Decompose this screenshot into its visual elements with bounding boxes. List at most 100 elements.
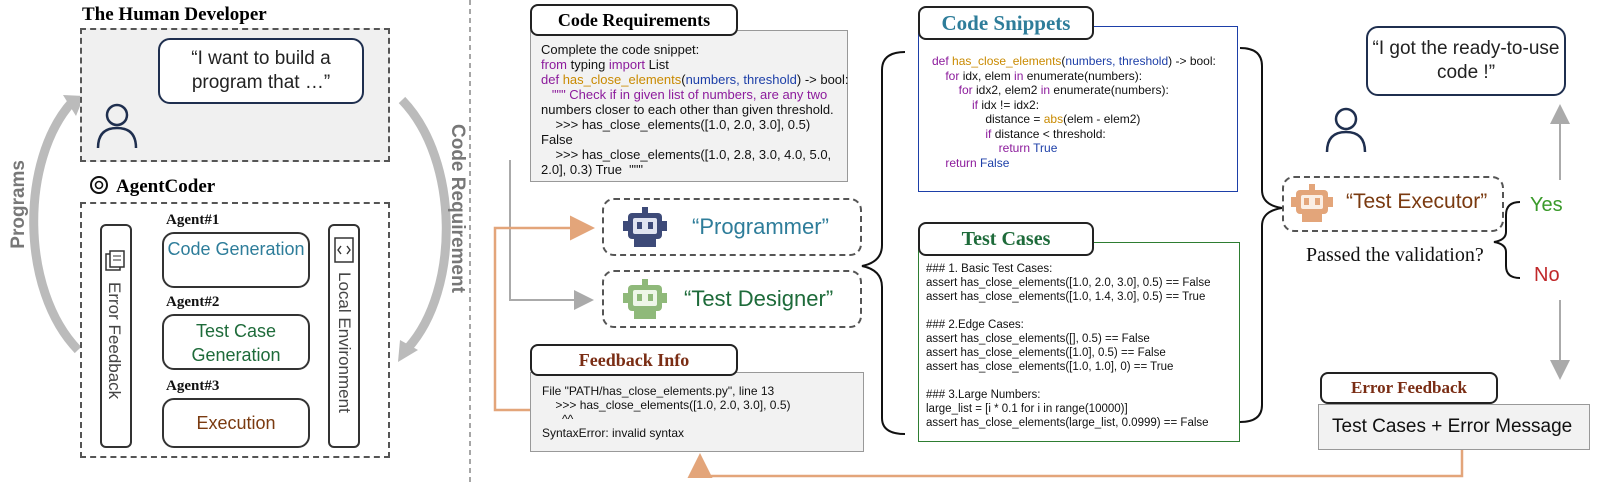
agent2-label: Agent#2 <box>166 294 220 310</box>
doc-line-5: 2.0], 0.3) True """ <box>541 162 644 177</box>
snippet-line: def has_close_elements(numbers, threshol… <box>932 54 1216 69</box>
execution-box: Execution <box>162 398 310 448</box>
programmer-label: “Programmer” <box>692 214 829 239</box>
programs-label: Programs <box>8 160 29 249</box>
agent3-label: Agent#3 <box>166 378 220 394</box>
def-fn: has_close_elements <box>562 72 682 87</box>
doc-line-4: >>> has_close_elements([1.0, 2.8, 3.0, 4… <box>541 147 832 162</box>
developer-quote-bubble: “I want to build a program that …” <box>158 38 364 104</box>
snippet-token: abs <box>1043 112 1064 126</box>
yes-label: Yes <box>1530 194 1563 216</box>
snippet-line: distance = abs(elem - elem2) <box>932 112 1216 127</box>
code-requirements-body: Complete the code snippet: from typing i… <box>541 42 849 177</box>
snippet-token: False <box>980 155 1010 170</box>
snippet-line: return False <box>932 156 1216 171</box>
snippet-token: numbers, threshold <box>1065 54 1169 68</box>
snippet-token: has_close_elements <box>952 54 1062 68</box>
developer-result-text: “I got the ready-to-use code !” <box>1372 38 1560 83</box>
code-snippets-title: Code Snippets <box>918 6 1094 40</box>
test-line-0: ### 1. Basic Test Cases: <box>926 263 1053 275</box>
test-line-6: assert has_close_elements([1.0], 0.5) ==… <box>926 347 1166 359</box>
feedback-line-3: SyntaxError: invalid syntax <box>542 426 685 440</box>
code-generation-box: Code Generation <box>162 232 310 288</box>
snippet-token: idx, elem <box>962 68 1015 83</box>
feedback-info-body: File "PATH/has_close_elements.py", line … <box>542 384 790 440</box>
snippet-token: return <box>932 155 981 170</box>
validation-question: Passed the validation? <box>1306 244 1484 266</box>
test-line-9: ### 3.Large Numbers: <box>926 389 1041 401</box>
snippet-token: ( <box>1061 54 1066 68</box>
openai-logo-icon <box>90 176 108 194</box>
snippet-token: for <box>932 68 963 83</box>
programmer-robot-icon <box>623 207 667 247</box>
error-feedback-rail <box>100 224 132 448</box>
import-kw1: from <box>541 57 567 72</box>
snippet-token: return <box>932 141 1034 155</box>
snippet-token: True <box>1033 141 1058 155</box>
local-environment-label: Local Environment <box>335 272 354 413</box>
snippet-token: ) -> bool: <box>1168 54 1216 68</box>
snippet-token: def <box>932 54 953 68</box>
feedback-line-0: File "PATH/has_close_elements.py", line … <box>542 384 775 398</box>
feedback-to-programmer-arrow <box>493 215 595 412</box>
snippet-token: for <box>932 83 977 97</box>
feedback-line-2: ^^ <box>542 412 574 426</box>
local-environment-rail <box>328 224 360 448</box>
import-kw2: import <box>608 57 646 72</box>
no-label: No <box>1534 264 1560 286</box>
test-designer-role-box <box>602 270 862 328</box>
snippet-token: enumerate(numbers): <box>1050 83 1169 97</box>
test-executor-role-box <box>1282 176 1504 232</box>
developer-result-bubble: “I got the ready-to-use code !” <box>1366 26 1566 96</box>
doc-line-2: >>> has_close_elements([1.0, 2.0, 3.0], … <box>541 117 811 132</box>
test-case-generation-box: Test Case Generation <box>162 314 310 370</box>
test-line-4: ### 2.Edge Cases: <box>926 319 1024 331</box>
executor-brace <box>1239 47 1283 423</box>
snippet-token: idx2, elem2 <box>976 83 1041 97</box>
intro-line: Complete the code snippet: <box>541 42 700 57</box>
snippet-token: idx != idx2: <box>981 97 1040 112</box>
def-rest: -> bool: <box>801 72 849 87</box>
decision-brace <box>1493 201 1521 279</box>
snippet-token: enumerate(numbers): <box>1023 68 1143 83</box>
error-feedback-title: Error Feedback <box>1320 372 1498 404</box>
code-requirement-label: Code Requirement <box>447 124 468 293</box>
snippet-token: distance < threshold: <box>994 126 1106 141</box>
test-cases-body: ### 1. Basic Test Cases: assert has_clos… <box>926 262 1210 430</box>
snippet-token: distance = <box>932 112 1044 126</box>
def-kw: def <box>541 72 560 87</box>
test-line-10: large_list = [i * 0.1 for i in range(100… <box>926 403 1128 415</box>
code-snippets-panel <box>918 26 1238 192</box>
snippet-token: if <box>932 126 995 141</box>
developer-quote-text: “I want to build a program that …” <box>191 48 331 93</box>
test-executor-label: “Test Executor” <box>1346 190 1488 213</box>
doc-line-1: numbers closer to each other than given … <box>541 102 834 117</box>
import-name: List <box>645 57 669 72</box>
test-designer-label: “Test Designer” <box>684 286 834 311</box>
error-feedback-label: Error Feedback <box>105 282 124 400</box>
doc-line-3: False <box>541 132 573 147</box>
person-result-icon <box>1325 107 1367 153</box>
error-feedback-panel <box>1318 404 1590 450</box>
test-designer-robot-icon <box>623 279 667 319</box>
code-snippets-body: def has_close_elements(numbers, threshol… <box>932 54 1216 170</box>
test-line-5: assert has_close_elements([], 0.5) == Fa… <box>926 333 1150 345</box>
document-stack-icon <box>105 250 125 271</box>
snippet-token: (elem - elem2) <box>1063 112 1141 126</box>
programmer-role-box <box>602 198 862 256</box>
snippet-token: if <box>932 97 982 112</box>
snippet-token: in <box>1014 68 1024 83</box>
feedback-info-title: Feedback Info <box>530 344 738 376</box>
snippet-token: in <box>1040 83 1051 97</box>
error-feedback-return-arrow <box>687 446 1464 478</box>
snippet-line: for idx, elem in enumerate(numbers): <box>932 69 1216 84</box>
test-line-7: assert has_close_elements([1.0, 1.0], 0)… <box>926 361 1174 373</box>
test-line-11: assert has_close_elements(large_list, 0.… <box>926 417 1209 429</box>
import-mod: typing <box>567 57 609 72</box>
code-requirements-panel <box>530 30 848 182</box>
agent1-label: Agent#1 <box>166 212 220 228</box>
feedback-line-1: >>> has_close_elements([1.0, 2.0, 3.0], … <box>542 398 791 412</box>
test-executor-robot-icon <box>1291 184 1333 222</box>
